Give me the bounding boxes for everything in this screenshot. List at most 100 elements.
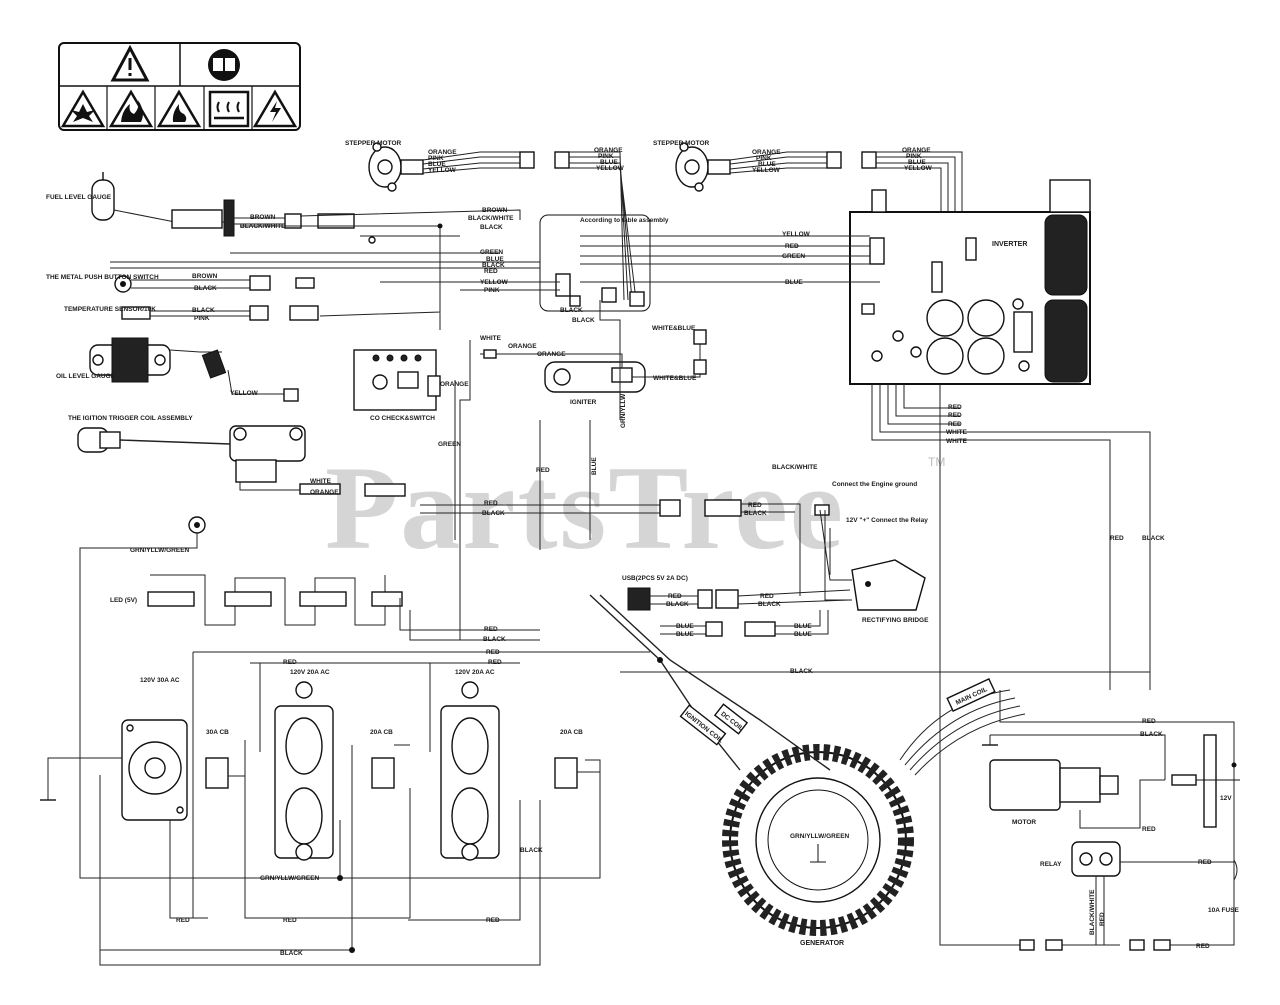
ac-outlet-20a-1: 120V 20A AC: [274, 669, 334, 861]
cb-20a-1: 20A CB: [370, 729, 395, 789]
svg-text:YELLOW: YELLOW: [230, 390, 259, 397]
cb20b-label: 20A CB: [560, 729, 583, 736]
stepper-motor-1: STEPPER MOTOR: [345, 140, 424, 192]
svg-text:BLACK/WHITE: BLACK/WHITE: [468, 215, 514, 222]
svg-text:WHITE: WHITE: [946, 438, 968, 445]
svg-text:ORANGE: ORANGE: [752, 149, 781, 156]
svg-text:RED: RED: [1110, 535, 1124, 542]
temperature-sensor-label: TEMPERATURE SENSOR/10K: [64, 306, 156, 313]
svg-text:BLACK: BLACK: [520, 847, 543, 854]
led-bar: LED (5V): [40, 516, 403, 801]
cb-30a: 30A CB: [205, 729, 229, 789]
ac20b-label: 120V 20A AC: [455, 669, 495, 676]
watermark: PartsTree: [325, 441, 845, 574]
svg-text:BROWN: BROWN: [482, 207, 508, 214]
svg-text:RED: RED: [1196, 943, 1210, 950]
svg-text:RED: RED: [1198, 859, 1212, 866]
svg-text:BLUE: BLUE: [794, 623, 812, 630]
svg-text:PINK: PINK: [906, 153, 922, 160]
svg-text:RED: RED: [486, 917, 500, 924]
svg-text:BLUE: BLUE: [676, 623, 694, 630]
relay-label: RELAY: [1040, 861, 1062, 868]
svg-text:Connect the Engine ground: Connect the Engine ground: [832, 481, 917, 488]
co-check-label: CO CHECK&SWITCH: [370, 415, 435, 422]
battery: 12V: [1171, 734, 1240, 828]
svg-text:RED: RED: [176, 917, 190, 924]
svg-text:BLACK: BLACK: [480, 224, 503, 231]
svg-text:GRN/YLLW: GRN/YLLW: [620, 393, 627, 428]
electric-shock-icon: [252, 89, 298, 128]
fuse-label: 10A FUSE: [1208, 907, 1239, 914]
ignition-coil: THE IGITION TRIGGER COIL ASSEMBLY: [68, 415, 341, 495]
svg-text:RED: RED: [484, 626, 498, 633]
svg-text:RED: RED: [486, 649, 500, 656]
stepper-motor-1-label: STEPPER MOTOR: [345, 140, 402, 147]
svg-text:RED: RED: [484, 268, 498, 275]
svg-text:WHITE&BLUE: WHITE&BLUE: [652, 325, 696, 332]
svg-text:GREEN: GREEN: [782, 253, 805, 260]
svg-text:PINK: PINK: [428, 155, 444, 162]
push-button-switch-label: THE METAL PUSH BUTTON SWITCH: [46, 274, 159, 281]
svg-text:GREEN: GREEN: [438, 441, 461, 448]
svg-text:YELLOW: YELLOW: [428, 167, 457, 174]
svg-text:BLUE: BLUE: [794, 631, 812, 638]
stepper-motor-2: STEPPER MOTOR: [653, 140, 731, 192]
inverter: INVERTER: [849, 179, 1091, 385]
svg-text:PINK: PINK: [756, 155, 772, 162]
ac30-label: 120V 30A AC: [140, 677, 180, 684]
fire-icon: [108, 89, 154, 128]
svg-text:YELLOW: YELLOW: [596, 165, 625, 172]
table-assembly: According to table assembly: [539, 214, 669, 312]
led-label: LED (5V): [110, 597, 137, 604]
svg-text:RED: RED: [785, 243, 799, 250]
temperature-sensor: TEMPERATURE SENSOR/10K: [64, 305, 269, 321]
svg-text:RED: RED: [1142, 718, 1156, 725]
igniter-label: IGNITER: [570, 399, 597, 406]
svg-text:RED: RED: [948, 404, 962, 411]
fuel-level-gauge: FUEL LEVEL GAUGE: [46, 172, 235, 237]
svg-text:GREEN: GREEN: [480, 249, 503, 256]
svg-text:ORANGE: ORANGE: [902, 147, 931, 154]
stepper-motor-2-label: STEPPER MOTOR: [653, 140, 710, 147]
svg-text:BLUE: BLUE: [785, 279, 803, 286]
cb20a-label: 20A CB: [370, 729, 393, 736]
svg-text:RED: RED: [283, 659, 297, 666]
svg-text:BLACK: BLACK: [790, 668, 813, 675]
rectifying-bridge: RECTIFYING BRIDGE: [851, 559, 929, 624]
svg-text:BLACK: BLACK: [1142, 535, 1165, 542]
svg-text:RED: RED: [668, 593, 682, 600]
generator: GRN/YLLW/GREEN GENERATOR: [722, 744, 914, 947]
svg-text:BLACK: BLACK: [666, 601, 689, 608]
svg-text:BLACK: BLACK: [482, 262, 505, 269]
svg-text:GRN/YLLW/GREEN: GRN/YLLW/GREEN: [260, 875, 320, 882]
motor-label: MOTOR: [1012, 819, 1036, 826]
svg-text:BLUE: BLUE: [758, 161, 776, 168]
cb30-label: 30A CB: [206, 729, 229, 736]
svg-text:RED: RED: [488, 659, 502, 666]
ac20a-label: 120V 20A AC: [290, 669, 330, 676]
watermark-tm: TM: [928, 455, 945, 469]
svg-text:BLACK: BLACK: [572, 317, 595, 324]
svg-text:BLACK: BLACK: [758, 601, 781, 608]
svg-text:RED: RED: [1099, 912, 1106, 926]
relay: RELAY: [1040, 841, 1121, 877]
oil-level-gauge: OIL LEVEL GAUGE: [56, 337, 299, 402]
fuel-level-gauge-label: FUEL LEVEL GAUGE: [46, 194, 112, 201]
engine-ground-note: Connect the Engine ground 12V "+" Connec…: [814, 481, 928, 524]
svg-text:BLACK: BLACK: [744, 510, 767, 517]
push-button-switch: THE METAL PUSH BUTTON SWITCH: [46, 274, 271, 293]
svg-text:ORANGE: ORANGE: [537, 351, 566, 358]
starter-motor: MOTOR: [989, 759, 1119, 826]
svg-text:PINK: PINK: [484, 287, 500, 294]
svg-text:YELLOW: YELLOW: [904, 165, 933, 172]
flame-icon: [156, 89, 202, 128]
inverter-label: INVERTER: [992, 241, 1027, 248]
main-coil-bundle: MAIN COIL: [899, 678, 1026, 776]
svg-text:BLUE: BLUE: [591, 457, 598, 475]
ignition-coil-label: THE IGITION TRIGGER COIL ASSEMBLY: [68, 415, 193, 422]
ac-outlet-30a: 120V 30A AC: [121, 677, 188, 821]
explosion-icon: [60, 89, 106, 128]
svg-text:BROWN: BROWN: [192, 273, 218, 280]
oil-level-gauge-label: OIL LEVEL GAUGE: [56, 373, 116, 380]
